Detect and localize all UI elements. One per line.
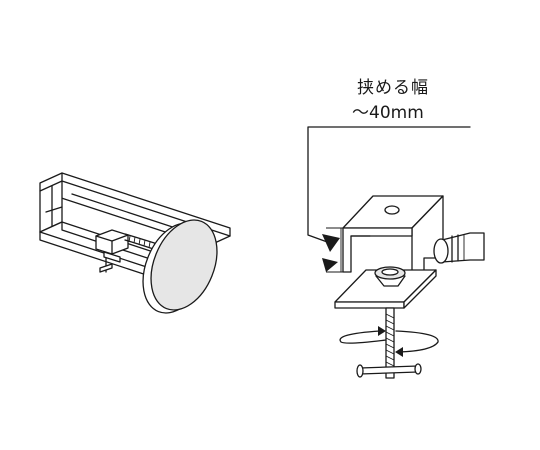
clamp-width-range: ～40mm: [352, 103, 424, 123]
dimension-arrow-icon: [322, 234, 340, 252]
round-disc: [142, 219, 218, 314]
rail-mount-illustration: [39, 172, 231, 314]
clamp-width-title: 挟める幅: [357, 78, 429, 98]
clamp-screw: [356, 307, 422, 379]
rotate-arrow-icon: [339, 326, 439, 357]
clamp-upper-jaw: [342, 195, 444, 273]
leader-line: [307, 126, 471, 244]
clamp-detail-illustration: [307, 126, 485, 379]
clamp-pad: [374, 266, 406, 287]
clamp-body-small: [95, 229, 129, 273]
side-tube: [433, 232, 485, 264]
clamp-lower-jaw: [334, 269, 437, 309]
